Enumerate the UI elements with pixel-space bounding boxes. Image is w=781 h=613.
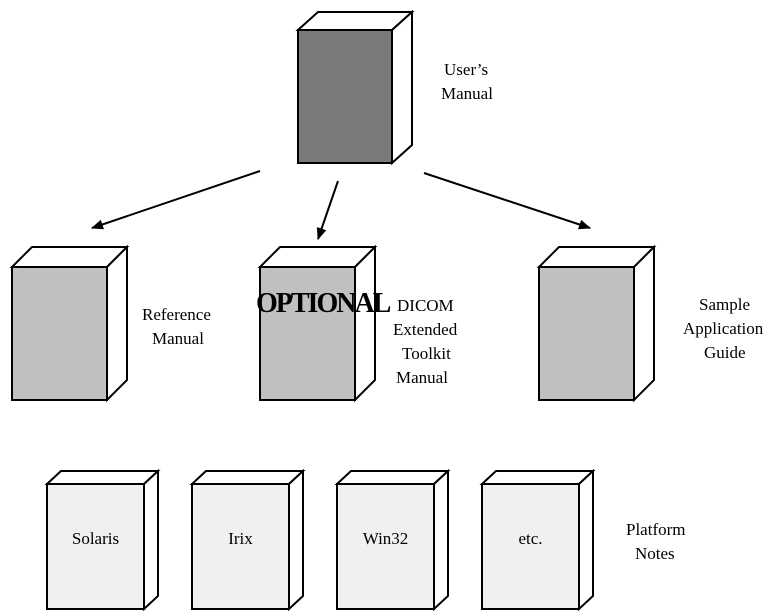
platform-book-label: Win32: [363, 529, 409, 548]
users-manual-cover: [297, 29, 393, 164]
reference-manual-cover: [11, 266, 108, 401]
sample-guide-label-line3: Guide: [704, 343, 746, 362]
platform-notes-label-line1: Platform: [626, 520, 686, 539]
extended-toolkit-label-line3: Toolkit: [402, 344, 451, 363]
extended-toolkit-book: [257, 244, 378, 403]
users-manual-book: [295, 9, 415, 166]
platform-book-irix: Irix: [189, 468, 306, 612]
users-manual-label-line1: User’s: [444, 60, 488, 79]
extended-toolkit-label-line4: Manual: [396, 368, 448, 387]
sample-guide-book: [536, 244, 657, 403]
extended-toolkit-label-line1: DICOM: [397, 296, 454, 315]
sample-guide-label-line2: Application: [683, 319, 764, 338]
optional-badge: OPTIONAL: [256, 288, 391, 319]
platform-notes-label-line2: Notes: [635, 544, 675, 563]
platform-book-solaris: Solaris: [44, 468, 161, 612]
reference-manual-book: [9, 244, 130, 403]
platform-book-label: etc.: [518, 529, 542, 548]
platform-book-label: Solaris: [72, 529, 119, 548]
sample-guide-cover: [538, 266, 635, 401]
arrow-to-sample-guide: [423, 172, 591, 230]
arrow-to-reference-manual: [91, 170, 261, 230]
platform-book-etc: etc.: [479, 468, 596, 612]
sample-guide-label-line1: Sample: [699, 295, 750, 314]
platform-book-win32: Win32: [334, 468, 451, 612]
reference-manual-label-line1: Reference: [142, 305, 211, 324]
users-manual-label-line2: Manual: [441, 84, 493, 103]
extended-toolkit-label-line2: Extended: [393, 320, 458, 339]
platform-book-label: Irix: [228, 529, 253, 548]
arrow-to-extended-toolkit: [316, 180, 339, 240]
extended-toolkit-cover: [259, 266, 356, 401]
reference-manual-label-line2: Manual: [152, 329, 204, 348]
